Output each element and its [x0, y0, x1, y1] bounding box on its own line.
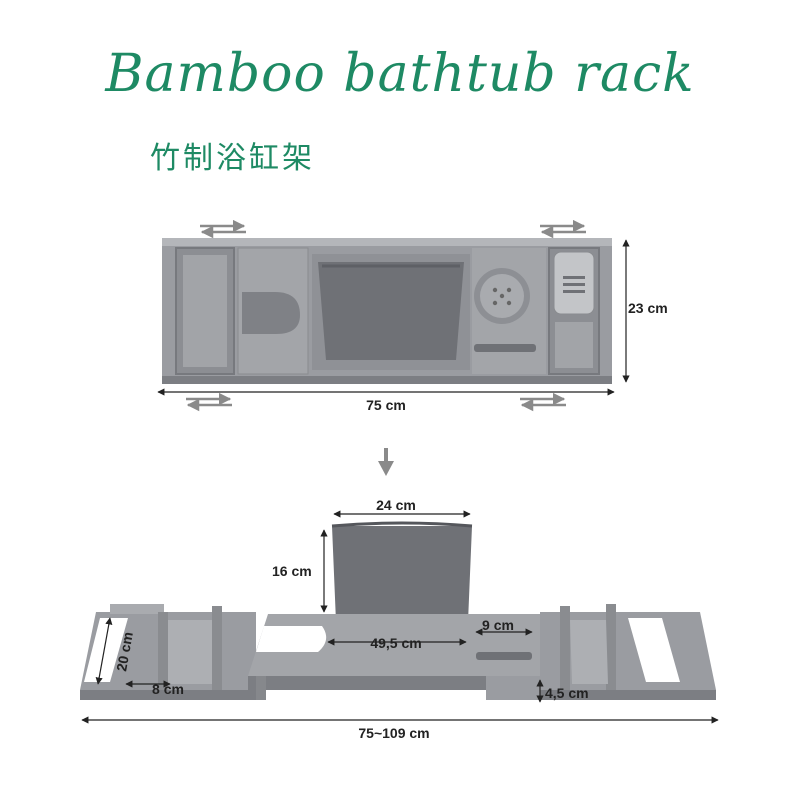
slot-length-label: 9 cm	[482, 617, 514, 633]
thickness-label: 4,5 cm	[545, 685, 589, 701]
dimension-lines-extended	[81, 510, 719, 724]
extended-rack	[80, 521, 716, 700]
basket-width-label: 24 cm	[376, 497, 416, 513]
depth-label: 23 cm	[628, 300, 668, 316]
basket-height-label: 16 cm	[272, 563, 312, 579]
width-label: 75 cm	[366, 397, 406, 413]
total-length-label: 75~109 cm	[358, 725, 429, 741]
end-width-label: 8 cm	[152, 681, 184, 697]
top-view-rack	[162, 238, 612, 384]
tray-length-label: 49,5 cm	[370, 635, 421, 651]
end-depth-label: 20 cm	[113, 631, 136, 673]
slide-arrows-top	[186, 219, 586, 412]
down-arrow-icon	[378, 448, 394, 476]
title: Bamboo bathtub rack	[105, 44, 695, 104]
subtitle: 竹制浴缸架	[150, 141, 315, 176]
dimension-lines-top	[157, 239, 630, 396]
